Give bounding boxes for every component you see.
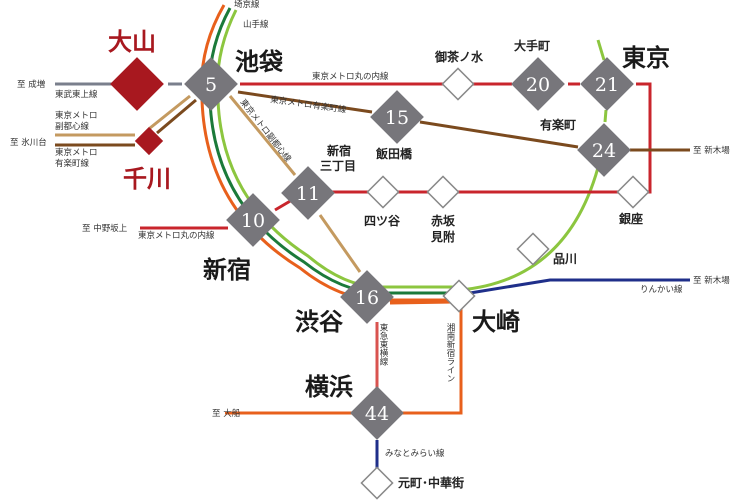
dest-hikawadai: 至 氷川台	[10, 137, 47, 148]
line-saikyo: 埼京線	[234, 0, 260, 10]
label-senkawa: 千川	[123, 164, 171, 193]
yamanote-line	[215, 9, 455, 289]
label-otemachi: 大手町	[514, 38, 550, 53]
line-yamanote: 山手線	[243, 19, 269, 30]
station-ochanomizu[interactable]	[441, 67, 475, 101]
yamanote-line-east	[459, 159, 602, 292]
station-shinjuku-sanchome[interactable]: 11	[281, 166, 335, 220]
station-iidabashi[interactable]: 15	[370, 90, 424, 144]
line-rinkai: りんかい線	[640, 284, 683, 295]
label-iidabashi: 飯田橋	[375, 146, 413, 161]
station-shibuya[interactable]: 16	[340, 270, 394, 324]
dest-shinkiba-1: 至 新木場	[693, 145, 730, 156]
station-number: 24	[592, 140, 616, 162]
saikyo-line	[200, 4, 455, 302]
station-motomachi[interactable]	[360, 466, 394, 500]
station-number: 11	[296, 183, 320, 205]
dest-shinkiba-2: 至 新木場	[693, 275, 730, 286]
station-ikebukuro[interactable]: 5	[184, 57, 238, 111]
station-shinjuku[interactable]: 10	[226, 193, 280, 247]
label-oyama: 大山	[108, 27, 156, 56]
label-ginza: 銀座	[618, 211, 643, 226]
shonan-line-south	[225, 300, 463, 415]
fukutoshin-line	[55, 94, 362, 273]
line-tobu: 東武東上線	[55, 89, 98, 100]
line-marunouchi-top: 東京メトロ丸の内線	[312, 71, 389, 82]
line-fukutoshin-diag: 東京メトロ副都心線	[238, 97, 294, 164]
station-yokohama[interactable]: 44	[350, 386, 404, 440]
station-yotsuya[interactable]	[366, 175, 400, 209]
label-shibuya: 渋谷	[295, 307, 344, 336]
station-number: 16	[355, 287, 379, 309]
station-osaki[interactable]	[442, 279, 476, 313]
yurakucho-line	[55, 90, 690, 152]
station-yurakucho[interactable]: 24	[577, 123, 631, 177]
station-number: 10	[241, 210, 265, 232]
label-yurakucho: 有楽町	[540, 117, 576, 132]
label-shinjuku: 新宿	[203, 255, 251, 284]
line-yurakucho-diag: 東京メトロ有楽町線	[270, 94, 348, 116]
label-ikebukuro: 池袋	[235, 47, 284, 76]
station-shinagawa[interactable]	[516, 232, 550, 266]
label-ochanomizu: 御茶ノ水	[434, 49, 484, 64]
line-shonan: 湘南新宿ライン	[445, 322, 455, 382]
label-yotsuya: 四ツ谷	[364, 213, 401, 228]
label-yokohama: 横浜	[305, 372, 353, 401]
marunouchi-line	[140, 82, 652, 230]
line-marunouchi-left: 東京メトロ丸の内線	[138, 230, 215, 241]
label-akasaka-2: 見附	[430, 229, 455, 244]
label-shinjuku-sanchome-1: 新宿	[327, 143, 351, 158]
line-fukutoshin-1: 東京メトロ	[55, 110, 98, 121]
station-number: 21	[595, 74, 619, 96]
line-yurakucho-2: 有楽町線	[55, 158, 90, 169]
yamanote-line-tokyo	[596, 39, 608, 123]
label-motomachi: 元町･中華街	[398, 475, 464, 490]
label-tokyo: 東京	[622, 43, 670, 72]
station-number: 15	[385, 107, 409, 129]
line-yurakucho-1: 東京メトロ	[55, 147, 98, 158]
station-number: 20	[526, 74, 550, 96]
line-minatomirai: みなとみらい線	[385, 448, 445, 459]
dest-ofuna: 至 大船	[212, 408, 241, 419]
station-akasaka-mitsuke[interactable]	[426, 175, 460, 209]
dest-nakanosakaue: 至 中野坂上	[82, 223, 128, 234]
dest-narimasu: 至 成増	[17, 79, 45, 90]
label-akasaka-1: 赤坂	[431, 213, 456, 228]
station-number: 44	[365, 403, 389, 425]
label-shinjuku-sanchome-2: 三丁目	[320, 159, 356, 173]
station-otemachi[interactable]: 20	[511, 57, 565, 111]
station-number: 5	[205, 74, 217, 96]
station-oyama[interactable]	[110, 57, 164, 111]
label-shinagawa: 品川	[553, 252, 577, 266]
line-toyoko: 東急東横線	[378, 322, 388, 365]
label-osaki: 大崎	[472, 307, 520, 336]
station-ginza[interactable]	[616, 175, 650, 209]
rinkai-line	[469, 278, 690, 295]
line-fukutoshin-2: 副都心線	[55, 121, 90, 132]
